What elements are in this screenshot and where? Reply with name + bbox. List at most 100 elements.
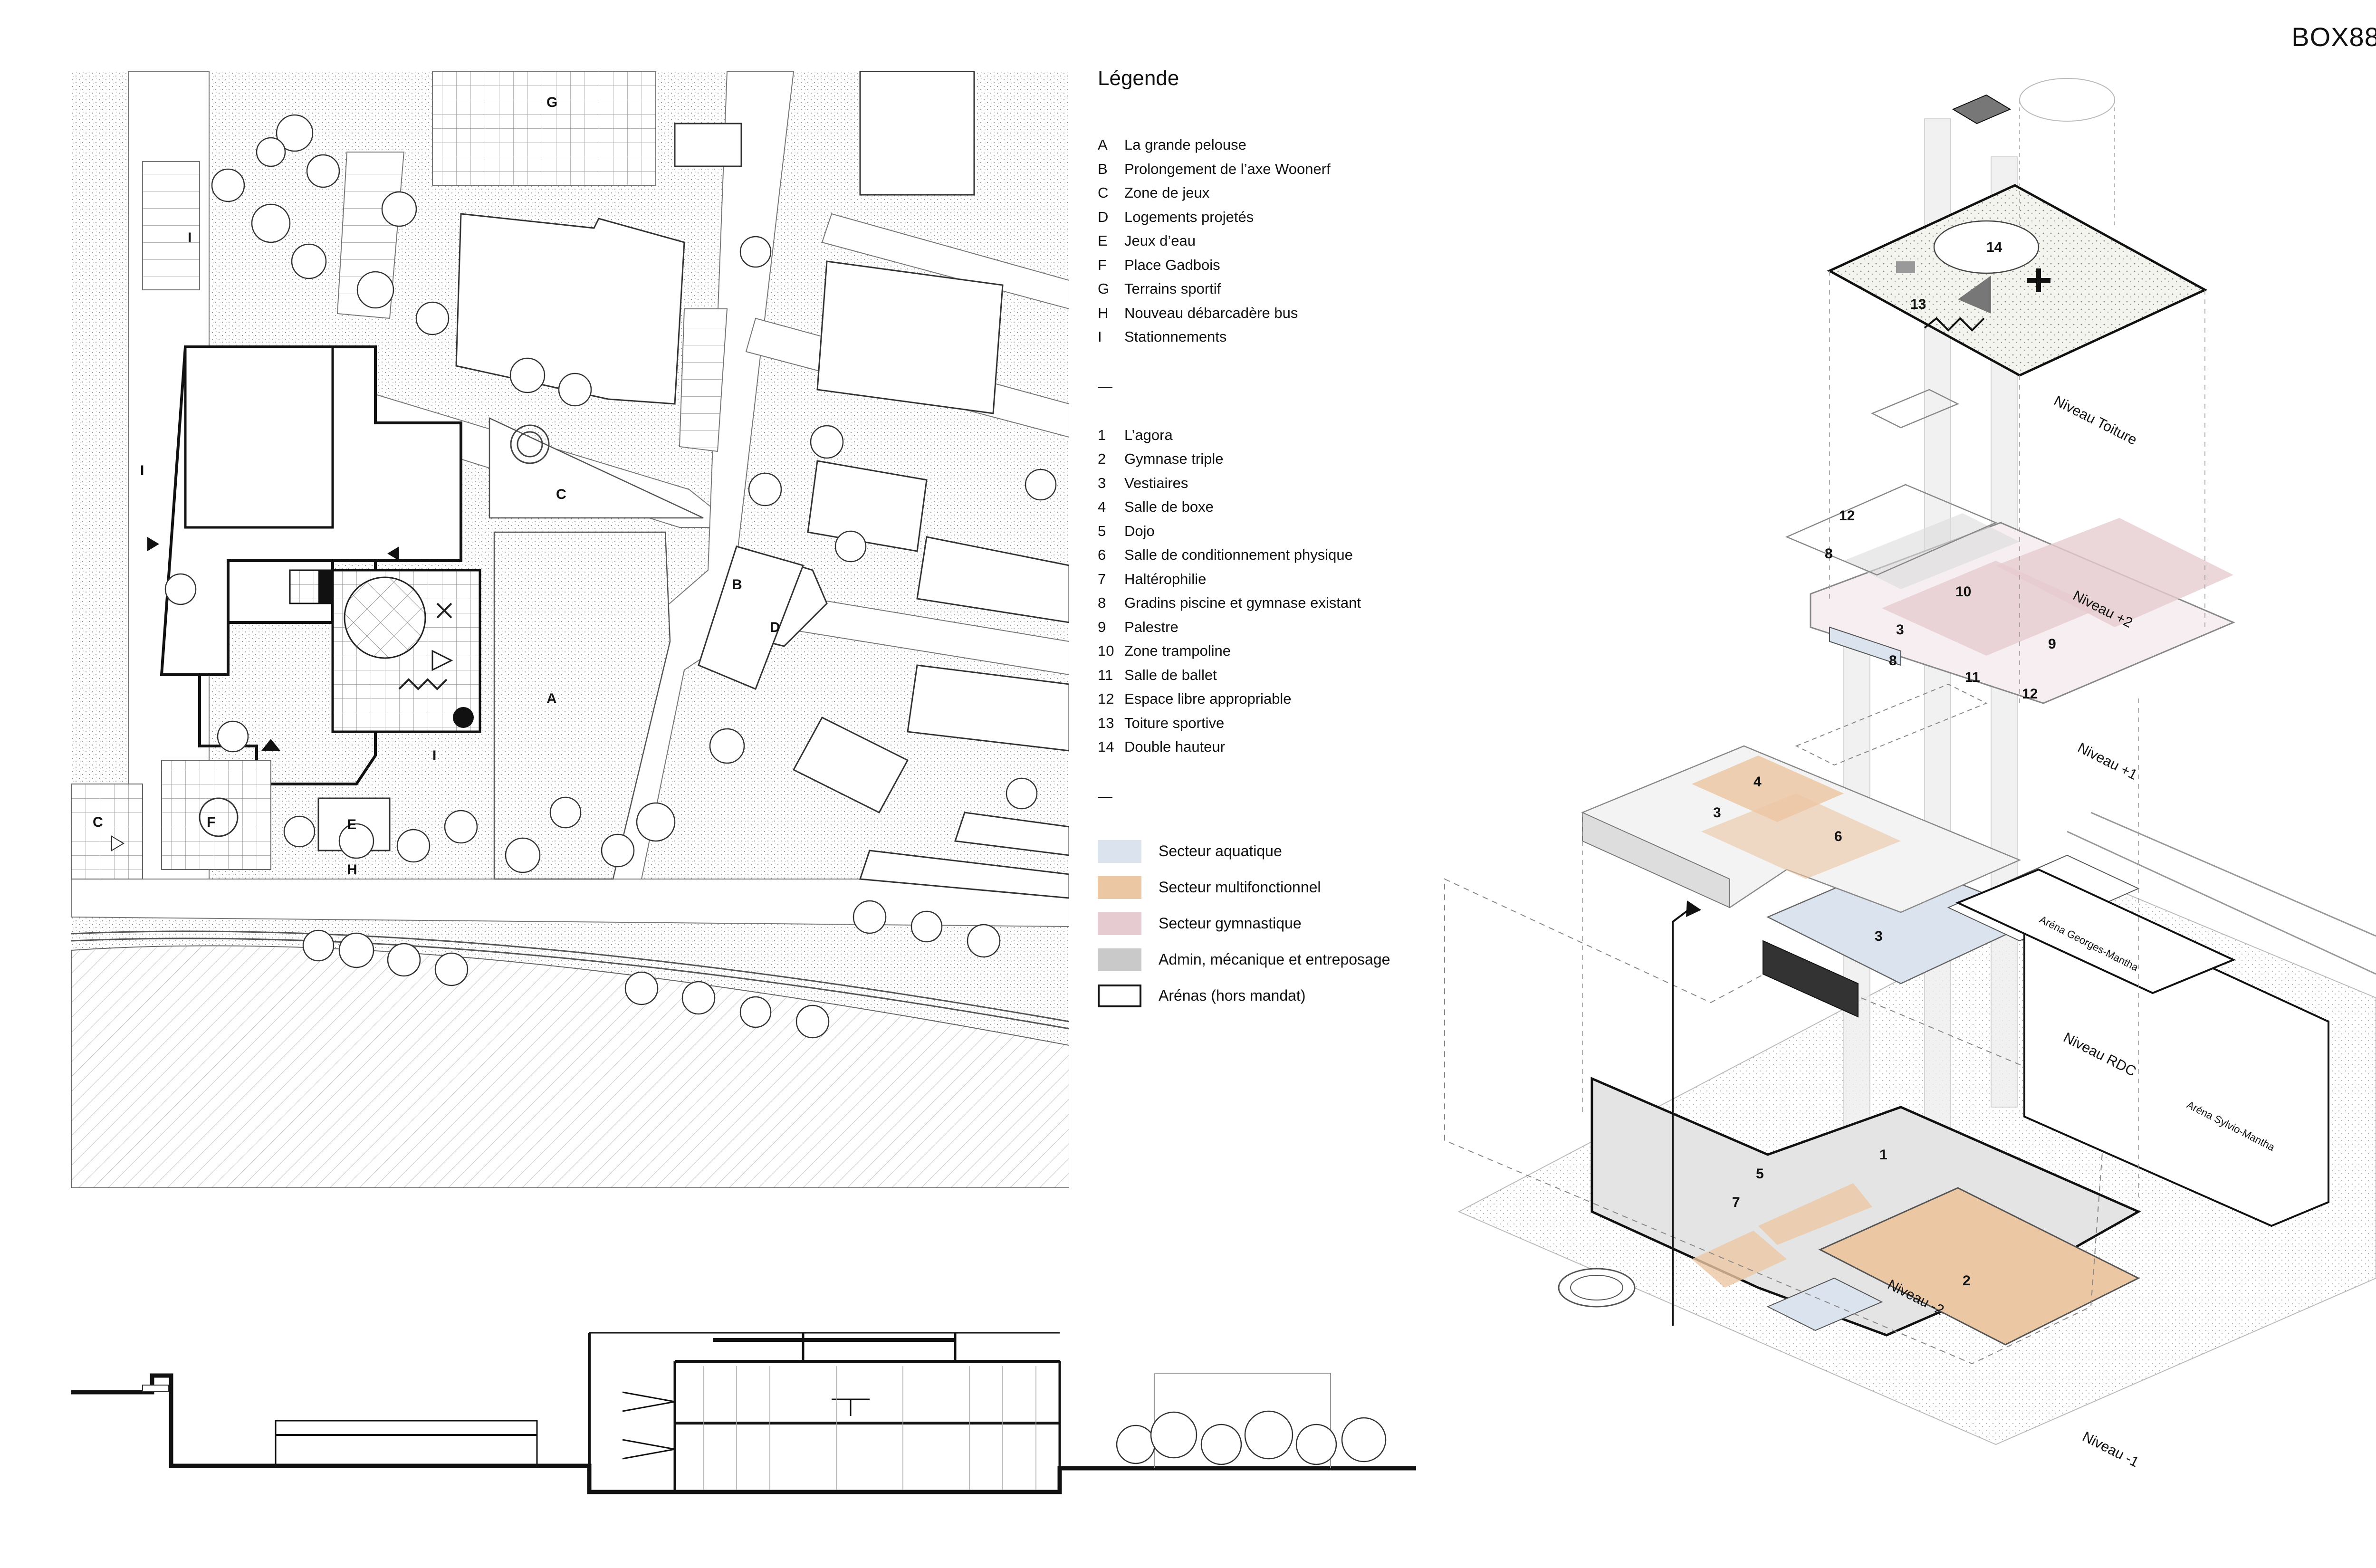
legend-label: Salle de ballet [1124,666,1217,683]
sector-label: Secteur aquatique [1159,842,1282,860]
brand-logo: BOX888 [2291,22,2376,52]
legend-zone-g: G Terrains sportif [1098,277,1487,301]
legend-label: Vestiaires [1124,474,1188,491]
legend-label: Stationnements [1124,328,1227,345]
room-number: 8 [1825,546,1833,562]
sector-label: Arénas (hors mandat) [1159,987,1306,1004]
projection-lines [1582,271,2205,1202]
room-number: 5 [1756,1166,1764,1182]
legend-label: Palestre [1124,618,1178,635]
zone-label-c: C [556,487,566,502]
legend-key: 12 [1098,690,1114,707]
legend-label: Terrains sportif [1124,280,1221,297]
parking-lot-right [679,308,728,452]
legend-label: Gymnase triple [1124,450,1224,467]
legend-key: G [1098,280,1110,297]
zone-de-jeux-left [71,784,143,880]
parking-lot-i1 [142,161,200,290]
room-number: 12 [1839,508,1855,524]
legend-key: 6 [1098,546,1106,563]
room-number: 3 [1896,622,1904,638]
legend-label: Zone de jeux [1124,184,1210,201]
room-number: 6 [1834,829,1842,844]
building-section [71,1332,1416,1494]
trees [164,114,1057,1039]
room-number: 13 [1910,296,1926,312]
sector-swatch [1098,876,1141,899]
legend-sector-3: Admin, mécanique et entreposage [1098,942,1487,978]
legend-key: 1 [1098,426,1106,443]
legend-separator: — [1098,787,1112,804]
legend-key: 13 [1098,714,1114,731]
legend-key: 14 [1098,738,1114,755]
legend-label: Toiture sportive [1124,714,1225,731]
level-label-roof: Niveau Toiture [2051,393,2139,448]
room-number: 14 [1986,239,2002,255]
legend-key: I [1098,328,1102,345]
legend-label: Zone trampoline [1124,642,1231,659]
legend-space-6: 6 Salle de conditionnement physique [1098,543,1487,567]
legend-sector-2: Secteur gymnastique [1098,906,1487,942]
room-number: 2 [1963,1273,1971,1289]
legend-label: La grande pelouse [1124,136,1246,153]
room-number: 10 [1955,584,1971,600]
room-number: 4 [1753,774,1762,790]
legend-zone-h: H Nouveau débarcadère bus [1098,301,1487,325]
sector-swatch [1098,840,1141,863]
legend-key: B [1098,160,1108,177]
legend-label: Place Gadbois [1124,256,1220,273]
legend-key: D [1098,208,1109,225]
legend-separator: — [1098,377,1112,394]
legend-key: 11 [1098,666,1113,683]
zone-de-jeux [489,417,704,519]
legend-label: Salle de conditionnement physique [1124,546,1353,563]
legend-key: 5 [1098,522,1106,539]
zone-label-g: G [546,95,557,110]
exploded-axonometric: Niveau Toiture Niveau +2 Niveau +1 Nivea… [1444,78,2376,1471]
room-number: 9 [2048,636,2056,652]
sector-swatch [1098,948,1141,971]
site-plan: A B C C D E F G H I I I [71,71,1069,1188]
logements-projetes [698,545,804,690]
legend-sector-0: Secteur aquatique [1098,833,1487,870]
legend-key: 2 [1098,450,1106,467]
legend-space-11: 11 Salle de ballet [1098,663,1487,688]
level-label-minus-1: Niveau -1 [2080,1429,2141,1471]
level-roof [1827,78,2208,377]
level-plus-2 [1785,389,2235,704]
room-number: 11 [1965,669,1980,685]
legend-key: E [1098,232,1108,249]
zone-label-h: H [347,862,357,878]
sector-label: Secteur multifonctionnel [1159,879,1321,896]
zone-label-a: A [546,691,557,707]
level-minus-2 [1590,1077,2141,1346]
legend-key: 9 [1098,618,1106,635]
room-number: 7 [1732,1195,1740,1210]
zone-label-d: D [770,620,780,635]
zone-label-i1: I [188,230,192,246]
legend-key: H [1098,304,1109,321]
legend-label: Nouveau débarcadère bus [1124,304,1298,321]
room-number: 12 [2022,686,2038,702]
existing-buildings [455,71,1069,899]
zone-label-c-left: C [93,814,103,830]
legend-key: 4 [1098,498,1106,515]
legend-key: 7 [1098,570,1106,587]
legend-space-9: 9 Palestre [1098,615,1487,640]
